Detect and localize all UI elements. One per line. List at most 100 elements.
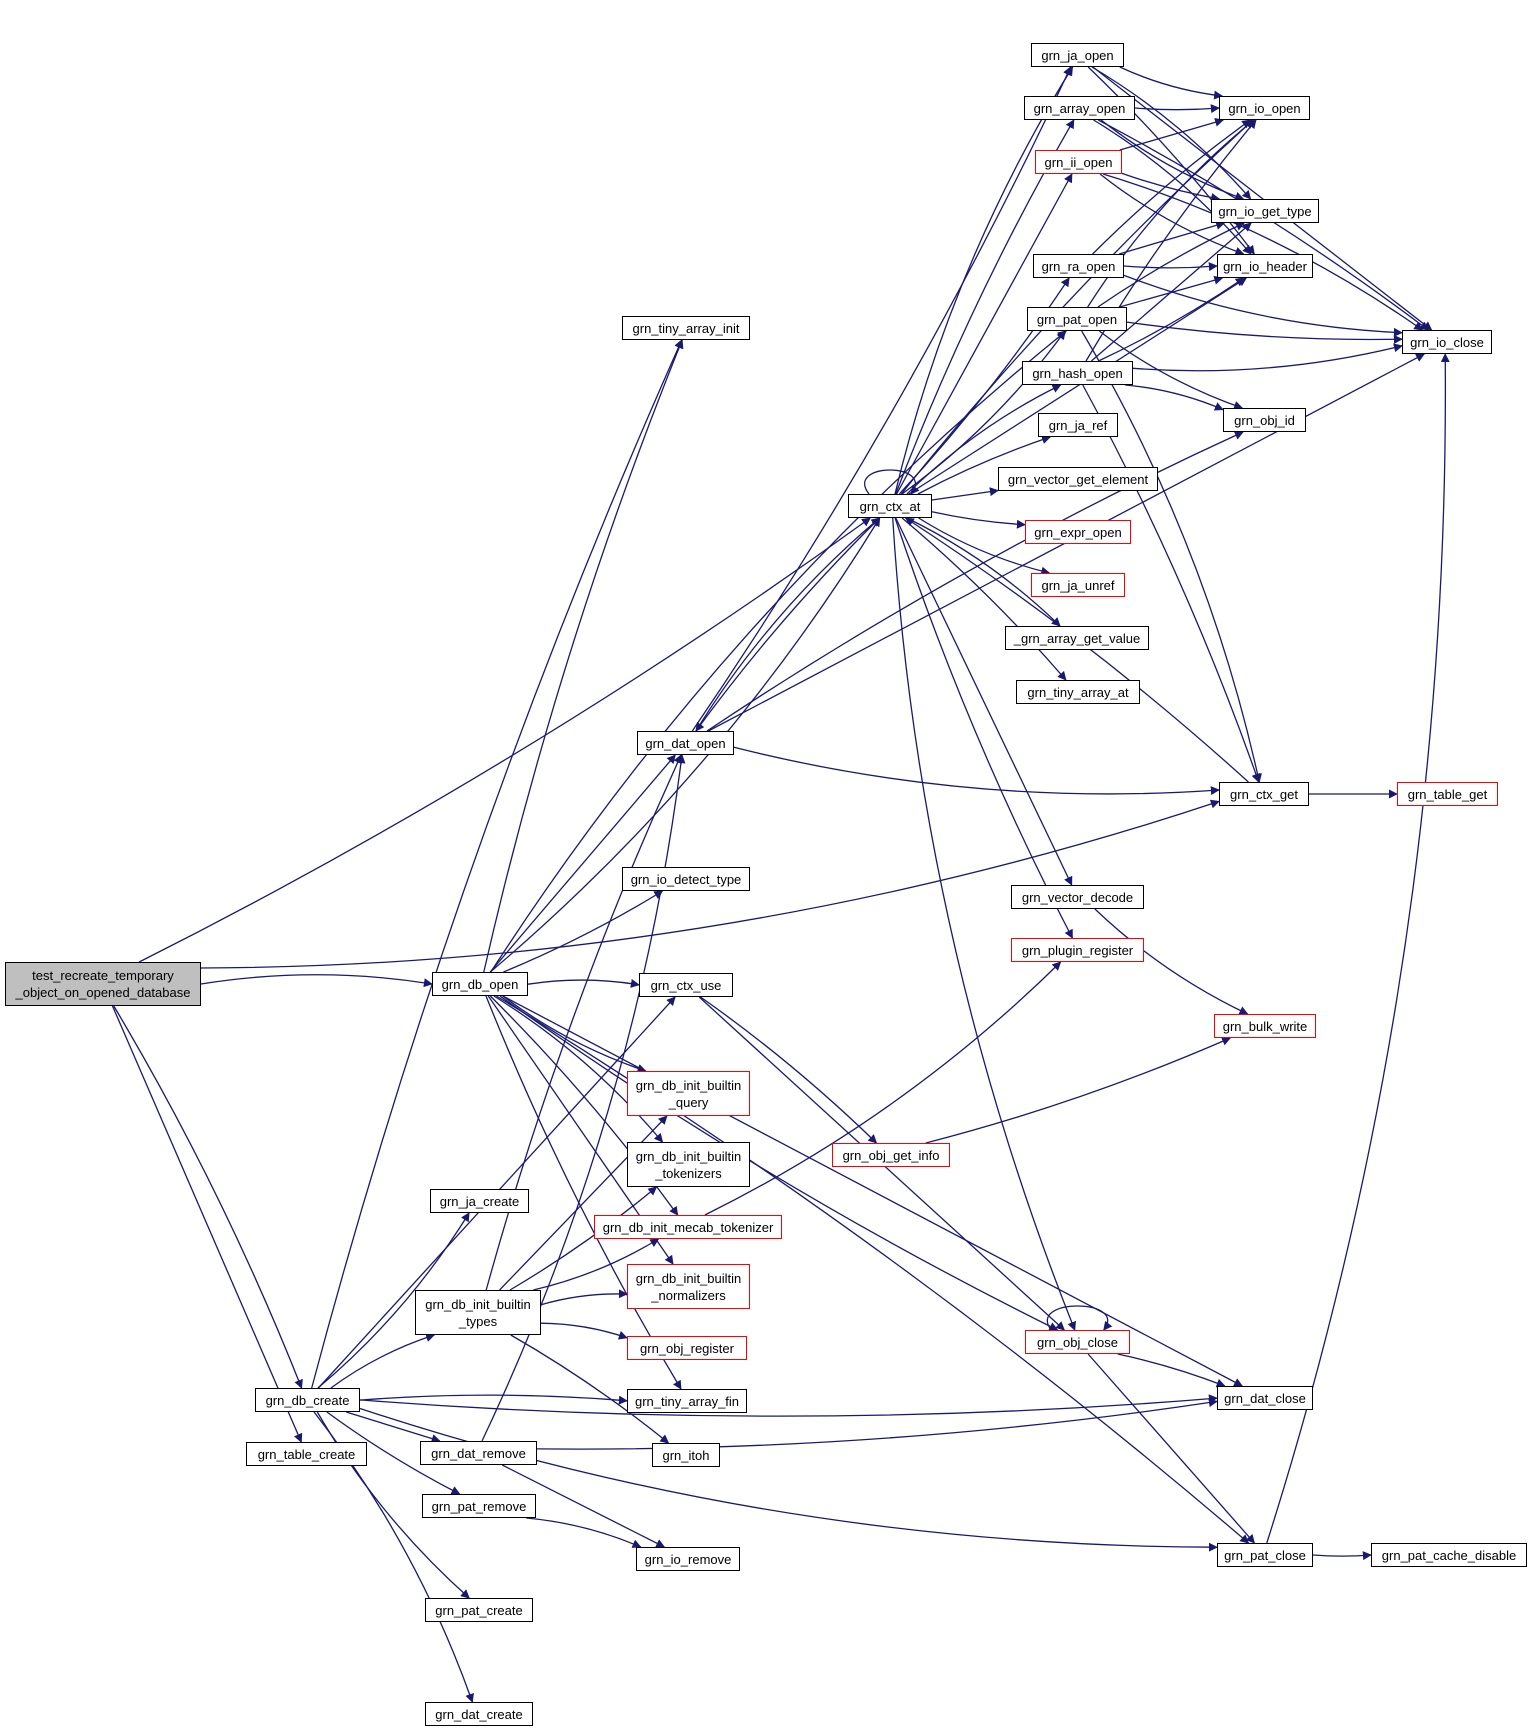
node-grn-ii-open[interactable]: grn_ii_open bbox=[1035, 150, 1122, 174]
edge-grn_ctx_at-to-grn_expr_open bbox=[931, 511, 1026, 529]
edge-grn_ctx_at-to-grn_vector_get_element bbox=[931, 487, 999, 501]
edge-root-to-grn_db_create bbox=[113, 1005, 303, 1389]
node-grn-pat-close[interactable]: grn_pat_close bbox=[1217, 1543, 1313, 1567]
edge-grn_ctx_at-to-grn_plugin_register bbox=[894, 517, 1073, 939]
edge-grn_hash_open-to-grn_io_close bbox=[1132, 343, 1403, 372]
node-grn-table-create[interactable]: grn_table_create bbox=[246, 1442, 367, 1466]
edge-grn_pat_open-to-grn_io_get_type bbox=[1097, 222, 1245, 308]
edge-grn_db_open-to-grn_tiny_array_init bbox=[483, 339, 684, 973]
edge-grn_ra_open-to-grn_io_open bbox=[1092, 119, 1252, 255]
node-grn-dat-create[interactable]: grn_dat_create bbox=[425, 1702, 533, 1726]
node-grn-ra-open[interactable]: grn_ra_open bbox=[1033, 254, 1124, 278]
node-grn-array-get-value[interactable]: _grn_array_get_value bbox=[1005, 626, 1149, 650]
node-grn-db-init-builtin-query[interactable]: grn_db_init_builtin _query bbox=[627, 1071, 750, 1116]
node-root[interactable]: test_recreate_temporary _object_on_opene… bbox=[5, 962, 201, 1006]
node-grn-hash-open[interactable]: grn_hash_open bbox=[1022, 361, 1133, 385]
node-grn-bulk-write[interactable]: grn_bulk_write bbox=[1214, 1014, 1316, 1038]
edge-grn_dat_remove-to-grn_dat_open bbox=[481, 754, 686, 1442]
node-grn-io-header[interactable]: grn_io_header bbox=[1217, 254, 1313, 278]
edge-grn_ctx_use-to-grn_obj_get_info bbox=[700, 996, 878, 1144]
node-grn-ja-create[interactable]: grn_ja_create bbox=[430, 1189, 529, 1213]
edge-grn_pat_close-to-grn_io_close bbox=[1266, 353, 1450, 1544]
node-grn-obj-close[interactable]: grn_obj_close bbox=[1025, 1330, 1130, 1354]
node-grn-ctx-at[interactable]: grn_ctx_at bbox=[848, 494, 932, 518]
edge-grn_ii_open-to-grn_io_header bbox=[1099, 173, 1245, 256]
node-grn-ja-open[interactable]: grn_ja_open bbox=[1031, 43, 1124, 67]
edge-root-to-grn_ctx_at bbox=[138, 517, 871, 963]
node-grn-db-init-builtin-normalizers[interactable]: grn_db_init_builtin _normalizers bbox=[627, 1264, 750, 1309]
node-grn-table-get[interactable]: grn_table_get bbox=[1397, 782, 1498, 806]
edge-grn_ii_open-to-grn_io_open bbox=[1119, 117, 1225, 151]
edge-grn_db_open-to-grn_db_init_builtin_query bbox=[502, 995, 647, 1073]
edge-grn_db_open-to-grn_ctx_use bbox=[527, 979, 640, 988]
node-grn-ctx-use[interactable]: grn_ctx_use bbox=[639, 973, 733, 997]
edge-grn_ctx_at-to-grn_ctx_at bbox=[864, 469, 920, 495]
node-grn-array-open[interactable]: grn_array_open bbox=[1024, 96, 1135, 120]
edge-grn_pat_remove-to-grn_io_remove bbox=[526, 1517, 642, 1548]
node-grn-plugin-register[interactable]: grn_plugin_register bbox=[1011, 938, 1144, 962]
edge-grn_ctx_at-to-grn_ja_ref bbox=[917, 435, 1051, 495]
edge-grn_db_create-to-grn_db_init_builtin_types bbox=[330, 1333, 436, 1389]
node-grn-tiny-array-init[interactable]: grn_tiny_array_init bbox=[622, 316, 750, 340]
node-grn-db-create[interactable]: grn_db_create bbox=[255, 1388, 360, 1412]
edge-grn_ctx_at-to-grn_ja_unref bbox=[918, 517, 1051, 576]
node-grn-ja-unref[interactable]: grn_ja_unref bbox=[1031, 573, 1125, 597]
node-grn-io-close[interactable]: grn_io_close bbox=[1402, 330, 1492, 354]
edge-grn_ctx_at-to-grn_ii_open bbox=[896, 173, 1073, 495]
node-grn-ja-ref[interactable]: grn_ja_ref bbox=[1038, 413, 1118, 437]
edge-grn_dat_remove-to-grn_io_remove bbox=[501, 1464, 666, 1548]
node-grn-pat-create[interactable]: grn_pat_create bbox=[425, 1598, 533, 1622]
edge-grn_db_init_builtin_types-to-grn_dat_open bbox=[485, 754, 682, 1291]
edge-grn_db_open-to-grn_db_init_builtin_tokenizers bbox=[493, 995, 664, 1143]
edge-root-to-grn_ctx_get bbox=[200, 799, 1220, 969]
edge-grn_pat_close-to-grn_pat_cache_disable bbox=[1312, 1551, 1372, 1561]
node-grn-db-init-builtin-tokenizers[interactable]: grn_db_init_builtin _tokenizers bbox=[627, 1142, 750, 1187]
edge-root-to-grn_db_open bbox=[200, 974, 433, 988]
node-grn-db-init-mecab-tokenizer[interactable]: grn_db_init_mecab_tokenizer bbox=[594, 1215, 782, 1239]
node-grn-tiny-array-fin[interactable]: grn_tiny_array_fin bbox=[627, 1389, 747, 1413]
edge-grn_db_open-to-grn_ctx_at bbox=[489, 517, 881, 973]
node-grn-io-detect-type[interactable]: grn_io_detect_type bbox=[622, 867, 750, 891]
node-grn-obj-id[interactable]: grn_obj_id bbox=[1223, 408, 1306, 432]
edge-grn_hash_open-to-grn_io_get_type bbox=[1090, 222, 1252, 362]
edge-grn_db_init_builtin_types-to-grn_itoh bbox=[510, 1334, 670, 1444]
edge-grn_hash_open-to-grn_obj_id bbox=[1125, 384, 1224, 411]
node-grn-tiny-array-at[interactable]: grn_tiny_array_at bbox=[1016, 680, 1140, 704]
edge-grn_obj_get_info-to-grn_bulk_write bbox=[925, 1037, 1232, 1144]
node-grn-vector-decode[interactable]: grn_vector_decode bbox=[1011, 885, 1144, 909]
node-grn-obj-register[interactable]: grn_obj_register bbox=[627, 1336, 747, 1360]
node-grn-db-init-builtin-types[interactable]: grn_db_init_builtin _types bbox=[415, 1290, 541, 1335]
node-grn-pat-open[interactable]: grn_pat_open bbox=[1027, 307, 1127, 331]
edge-grn_db_create-to-grn_ja_create bbox=[317, 1212, 470, 1389]
node-grn-dat-open[interactable]: grn_dat_open bbox=[637, 731, 734, 755]
node-grn-pat-remove[interactable]: grn_pat_remove bbox=[422, 1494, 536, 1518]
edge-grn_db_create-to-grn_tiny_array_fin bbox=[359, 1394, 628, 1405]
node-grn-io-remove[interactable]: grn_io_remove bbox=[636, 1547, 740, 1571]
edge-grn_db_create-to-grn_dat_close bbox=[359, 1394, 1218, 1417]
edge-grn_ctx_at-to-grn_vector_decode bbox=[895, 517, 1073, 886]
node-grn-ctx-get[interactable]: grn_ctx_get bbox=[1219, 782, 1309, 806]
node-grn-io-get-type[interactable]: grn_io_get_type bbox=[1211, 199, 1319, 223]
edge-grn_dat_open-to-grn_ctx_get bbox=[733, 746, 1220, 796]
node-grn-vector-get-element[interactable]: grn_vector_get_element bbox=[998, 467, 1158, 491]
node-grn-db-open[interactable]: grn_db_open bbox=[432, 972, 528, 996]
edge-grn_db_open-to-grn_obj_close bbox=[499, 995, 1059, 1331]
node-grn-obj-get-info[interactable]: grn_obj_get_info bbox=[832, 1143, 950, 1167]
edge-grn_db_open-to-grn_dat_open bbox=[489, 754, 676, 973]
node-grn-itoh[interactable]: grn_itoh bbox=[652, 1443, 720, 1467]
edge-grn_db_open-to-grn_io_detect_type bbox=[503, 890, 664, 973]
edge-grn_ra_open-to-grn_io_get_type bbox=[1119, 220, 1226, 255]
edge-grn_db_init_builtin_types-to-grn_db_init_builtin_tokenizers bbox=[509, 1186, 658, 1291]
node-grn-expr-open[interactable]: grn_expr_open bbox=[1025, 520, 1131, 544]
edge-grn_obj_close-to-grn_obj_close bbox=[1046, 1305, 1113, 1331]
edge-grn_ja_open-to-grn_io_open bbox=[1119, 66, 1224, 100]
edge-grn_dat_remove-to-grn_dat_close bbox=[536, 1398, 1218, 1450]
node-grn-io-open[interactable]: grn_io_open bbox=[1219, 96, 1310, 120]
edge-grn_db_create-to-grn_dat_remove bbox=[346, 1411, 441, 1443]
node-grn-dat-remove[interactable]: grn_dat_remove bbox=[420, 1441, 537, 1465]
node-grn-dat-close[interactable]: grn_dat_close bbox=[1217, 1386, 1313, 1410]
edge-grn_ctx_at-to-grn_obj_close bbox=[892, 517, 1076, 1331]
node-grn-pat-cache-disable[interactable]: grn_pat_cache_disable bbox=[1371, 1543, 1527, 1567]
edge-grn_pat_open-to-grn_io_open bbox=[1087, 119, 1255, 308]
edge-grn_db_create-to-grn_tiny_array_init bbox=[311, 339, 683, 1389]
